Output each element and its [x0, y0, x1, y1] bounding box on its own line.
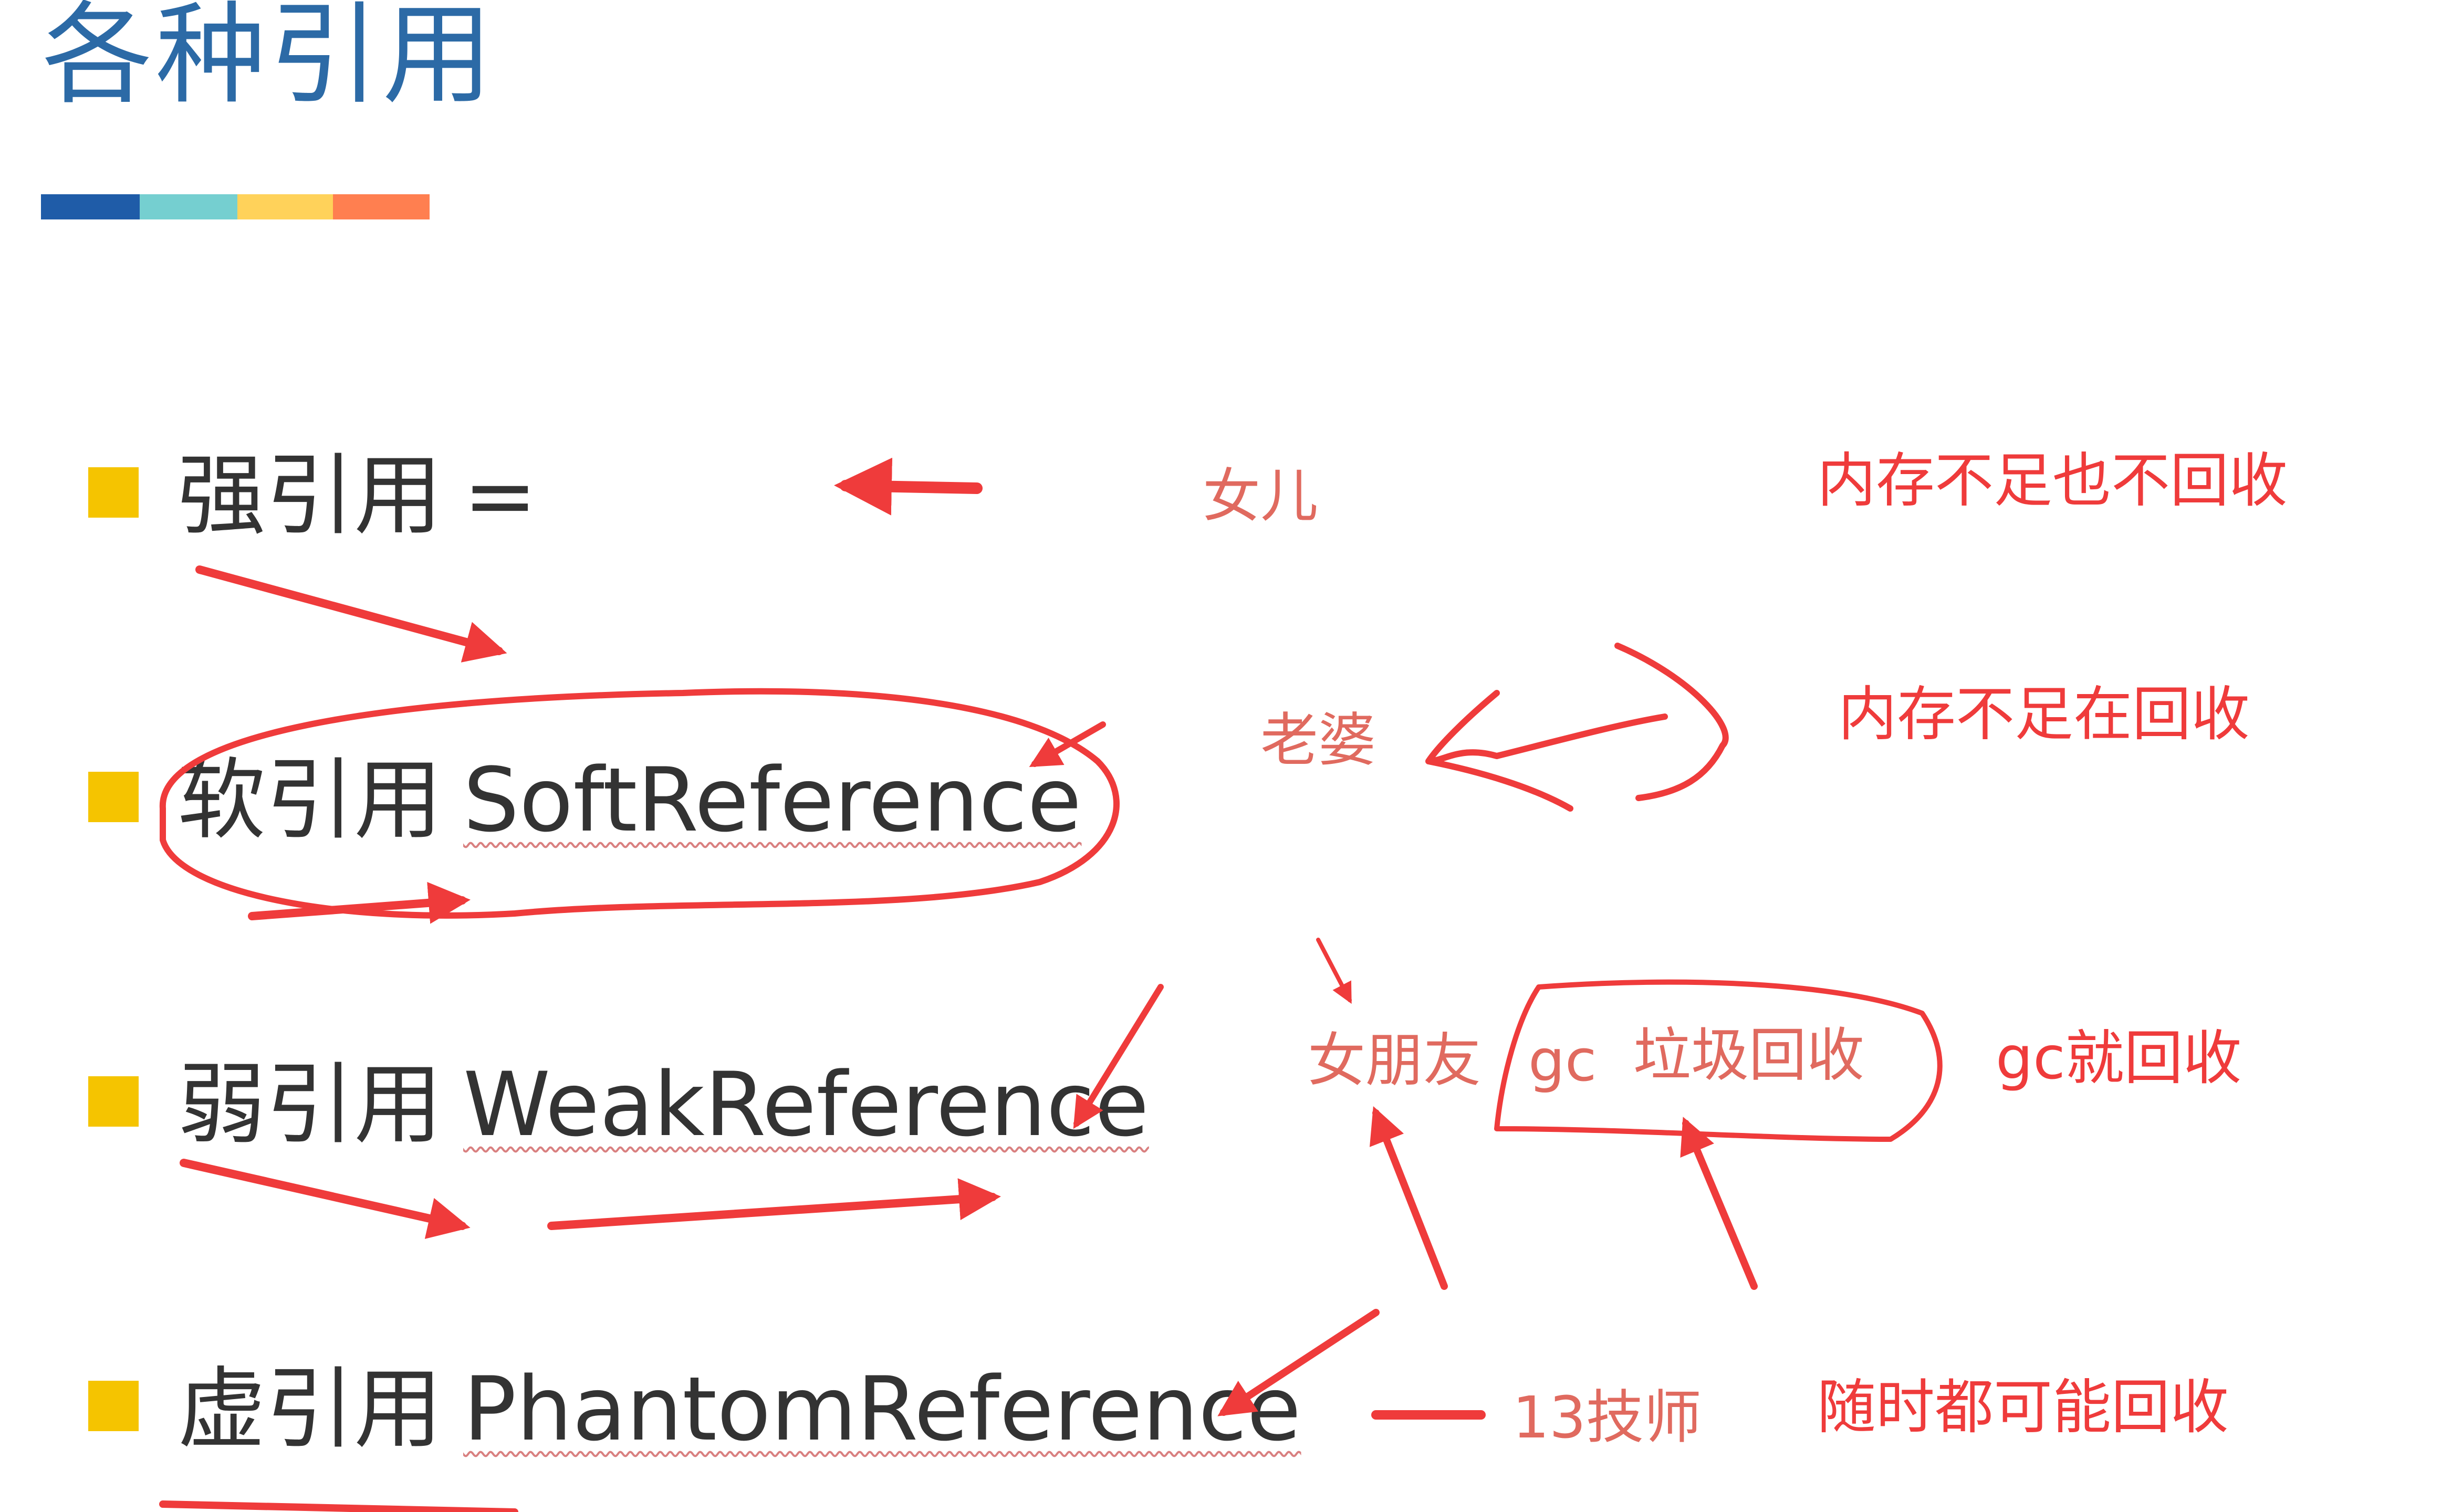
note-phantom: 随时都可能回收 [1817, 1373, 2229, 1442]
arrow-to-garbage-from-below [1680, 1117, 1758, 1290]
arrow-under-soft [248, 881, 471, 924]
item-english: = [463, 444, 537, 547]
slide-title: 各种引用 [42, 0, 496, 119]
item-english: PhantomReference [463, 1358, 1301, 1461]
arrow-wife-bracket [1425, 643, 1729, 812]
item-english: WeakReference [463, 1053, 1149, 1156]
item-label: 强引用 [178, 444, 442, 547]
arrow-to-equals [834, 457, 983, 516]
bullet-square-icon [88, 1076, 139, 1127]
arrow-under-phantom [159, 1500, 518, 1512]
accent-stripe-1 [41, 194, 140, 219]
annotation-wife: 老婆 [1260, 707, 1376, 774]
arrow-strong-to-soft [195, 565, 507, 663]
arrow-under-weak-1 [180, 1159, 471, 1239]
bullet-square-icon [88, 1381, 139, 1431]
accent-stripe-2 [140, 194, 237, 219]
annotation-gc: gc [1528, 1027, 1597, 1094]
item-label: 软引用 [178, 749, 442, 852]
note-soft: 内存不足在回收 [1838, 680, 2250, 749]
bullet-square-icon [88, 772, 139, 822]
annotation-girlfriend: 女朋友 [1308, 1027, 1481, 1094]
note-strong: 内存不足也不回收 [1817, 447, 2288, 515]
item-label: 弱引用 [178, 1053, 442, 1156]
note-weak: gc就回收 [1996, 1024, 2242, 1093]
arrow-under-weak-2 [547, 1178, 1001, 1230]
bullet-square-icon [88, 467, 139, 518]
item-english: SoftReference [463, 749, 1082, 852]
accent-stripe-4 [333, 194, 430, 219]
accent-stripe-3 [237, 194, 333, 219]
annotation-daughter: 女儿 [1203, 463, 1318, 530]
annotation-garbage-collection: 垃圾回收 [1633, 1022, 1864, 1089]
arrow-to-girlfriend [1316, 938, 1352, 1004]
arrow-to-girlfriend-from-below [1369, 1106, 1448, 1290]
item-label: 虚引用 [178, 1358, 442, 1461]
annotation-technician: 13技师 [1512, 1384, 1702, 1451]
